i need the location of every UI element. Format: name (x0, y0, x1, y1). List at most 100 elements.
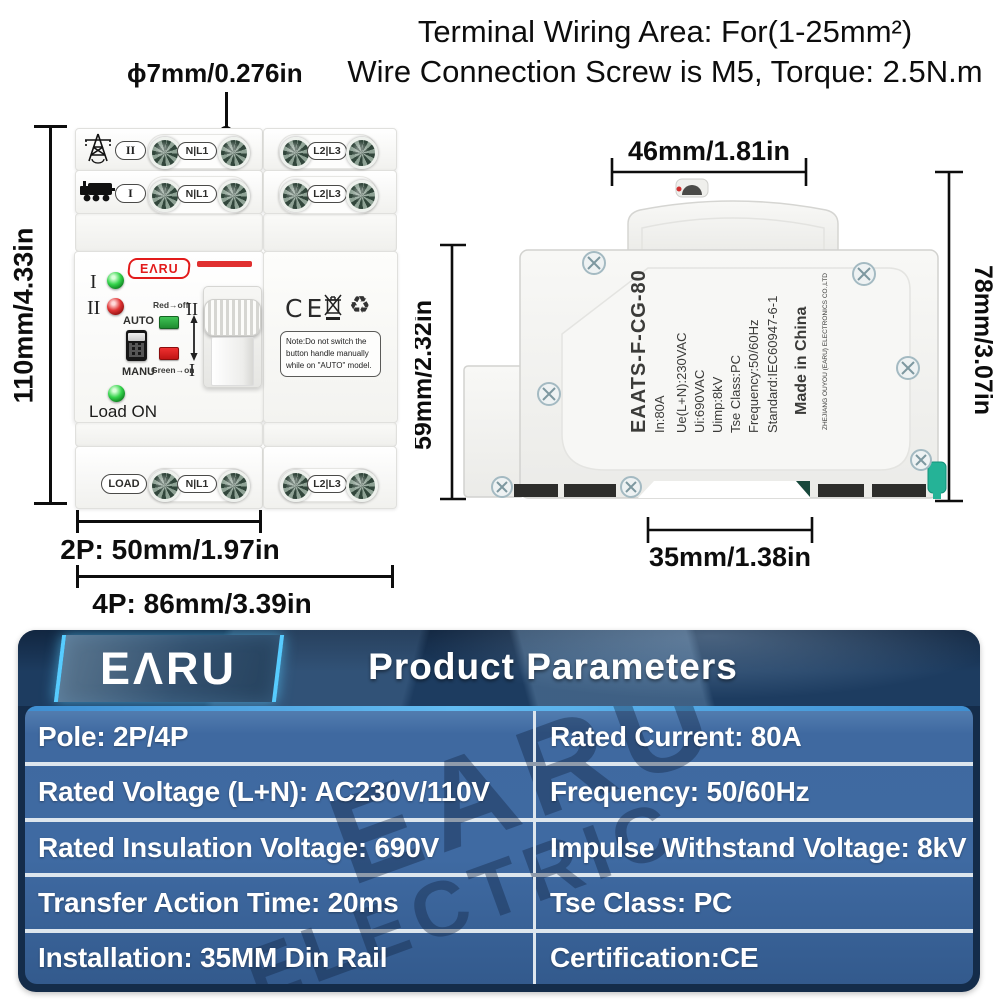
case-screw-icon[interactable] (896, 356, 920, 380)
front-recess-right (263, 213, 397, 252)
param-installation: Installation: 35MM Din Rail (38, 942, 388, 974)
table-row: Transfer Action Time: 20ms Tse Class: PC (25, 877, 973, 933)
param-insulation-voltage: Rated Insulation Voltage: 690V (38, 831, 440, 863)
terminal-screw-icon[interactable] (218, 137, 250, 169)
table-rows: EARU ELECTRIC Pole: 2P/4P Rated Current:… (25, 706, 973, 984)
table-row: Installation: 35MM Din Rail Certificatio… (25, 932, 973, 984)
table-row: Rated Voltage (L+N): AC230V/110V Frequen… (25, 766, 973, 822)
selector-keypad (129, 343, 144, 357)
earu-logo-front: EΛRU (126, 258, 192, 279)
case-screw-icon[interactable] (910, 449, 932, 471)
switch-handle-knob[interactable] (204, 299, 261, 336)
terminal-screw-icon[interactable] (218, 180, 250, 212)
param-rated-current: Rated Current: 80A (533, 711, 973, 763)
table-title: Product Parameters (368, 646, 738, 687)
selector-screen (128, 333, 145, 341)
hole-diameter-label: ϕ7mm/0.276in (127, 58, 303, 88)
din-notch-shadow (796, 481, 810, 497)
red-stripe (197, 261, 252, 267)
rail-dim-label: 35mm/1.38in (649, 542, 811, 572)
source2-terminal-label: II (115, 141, 146, 160)
side-spec-frequency: Frequency:50/60Hz (746, 320, 761, 433)
load-terminal-label: LOAD (101, 474, 147, 494)
side-spec-standard: Standard:IEC60947-6-1 (765, 296, 780, 433)
table-row: Pole: 2P/4P Rated Current: 80A (25, 711, 973, 767)
l2l3-terminal-label: L2|L3 (307, 185, 347, 203)
side-view: EAATS-F-CG-80 In:80A Ue(L+N):230VAC Ui:6… (415, 136, 997, 572)
terminal-screw-icon[interactable] (149, 470, 181, 502)
din-slot (872, 484, 926, 497)
terminal-screw-icon[interactable] (346, 180, 378, 212)
side-hump (627, 200, 839, 255)
table-header: EΛRU Product Parameters (18, 630, 980, 706)
earu-logo-text: EΛRU (139, 261, 179, 276)
weee-bin-icon (324, 294, 342, 320)
earu-logo-header-text: EΛRU (100, 642, 238, 694)
terminal-screw-icon[interactable] (149, 180, 181, 212)
handle-pos-top-label: II (186, 299, 198, 319)
wiring-note-line1: Terminal Wiring Area: For(1-25mm²) (417, 14, 913, 49)
power-grid-tower-icon (85, 133, 111, 164)
param-certification: Certification:CE (533, 932, 973, 984)
param-frequency: Frequency: 50/60Hz (533, 766, 973, 818)
ce-mark: CE (285, 294, 327, 323)
width2p-dim-line (77, 520, 261, 523)
din-clip[interactable] (927, 461, 947, 494)
side-spec-uimp: Uimp:8kV (710, 376, 725, 433)
case-screw-icon[interactable] (852, 262, 876, 286)
case-screw-icon[interactable] (491, 476, 513, 498)
side-label-panel (561, 267, 911, 471)
table-top-glow (25, 706, 973, 711)
recycle-icon: ♻ (349, 292, 371, 319)
height-dim-line (49, 127, 52, 505)
side-hump-contour (641, 217, 825, 252)
green-button[interactable] (159, 316, 179, 329)
terminal-screw-icon[interactable] (218, 470, 250, 502)
terminal-screw-icon[interactable] (149, 137, 181, 169)
side-spec-in: In:80A (652, 395, 667, 433)
terminal-screw-icon[interactable] (346, 137, 378, 169)
front-recess-left (75, 213, 263, 252)
source1-led-green (107, 272, 124, 289)
width2p-dim-label: 2P: 50mm/1.97in (60, 534, 280, 565)
indicator2-label: II (87, 297, 101, 319)
terminal-screw-icon[interactable] (280, 137, 312, 169)
parameter-table: EΛRU Product Parameters EARU ELECTRIC Po… (18, 630, 980, 992)
side-depth-dim-label: 59mm/2.32in (415, 300, 437, 450)
handle-peek (682, 185, 702, 195)
width4p-tick-left (76, 565, 79, 588)
side-protrusion (463, 365, 525, 498)
height-dim-tick-bottom (34, 502, 67, 505)
din-slot (514, 484, 558, 497)
case-screw-icon[interactable] (620, 476, 642, 498)
green-on-label: Green→on (151, 365, 195, 375)
height-dim-tick-top (34, 125, 67, 128)
handle-warning-note: Note:Do not switch the button handle man… (280, 331, 381, 377)
side-spec-ui: Ui:690VAC (692, 370, 707, 433)
width4p-dim-line (77, 575, 394, 578)
front-recess2-right (263, 422, 397, 447)
red-button[interactable] (159, 347, 179, 360)
width2p-tick-right (259, 510, 262, 533)
side-width-dim-label: 46mm/1.81in (628, 136, 790, 166)
terminal-screw-icon[interactable] (346, 470, 378, 502)
side-height-dim-label: 78mm/3.07in (969, 265, 997, 415)
red-off-label: Red→off (153, 300, 189, 310)
nl1-terminal-label: N|L1 (177, 142, 217, 160)
case-screw-icon[interactable] (537, 382, 561, 406)
indicator1-label: I (90, 271, 97, 293)
switch-handle-paddle[interactable] (211, 337, 254, 386)
side-dim-lines (440, 158, 963, 543)
width4p-dim-label: 4P: 86mm/3.39in (92, 588, 312, 619)
side-spec-ue: Ue(L+N):230VAC (674, 332, 689, 433)
load-on-label: Load ON (89, 402, 158, 421)
side-model-label: EAATS-F-CG-80 (628, 269, 650, 433)
nl1-terminal-label: N|L1 (177, 475, 217, 493)
case-screw-icon[interactable] (582, 251, 606, 275)
front-recess2-left (75, 422, 263, 447)
param-pole: Pole: 2P/4P (38, 720, 189, 752)
din-slot (818, 484, 864, 497)
auto-manu-selector[interactable] (126, 330, 147, 361)
side-made-in-china: Made in China (793, 306, 810, 415)
